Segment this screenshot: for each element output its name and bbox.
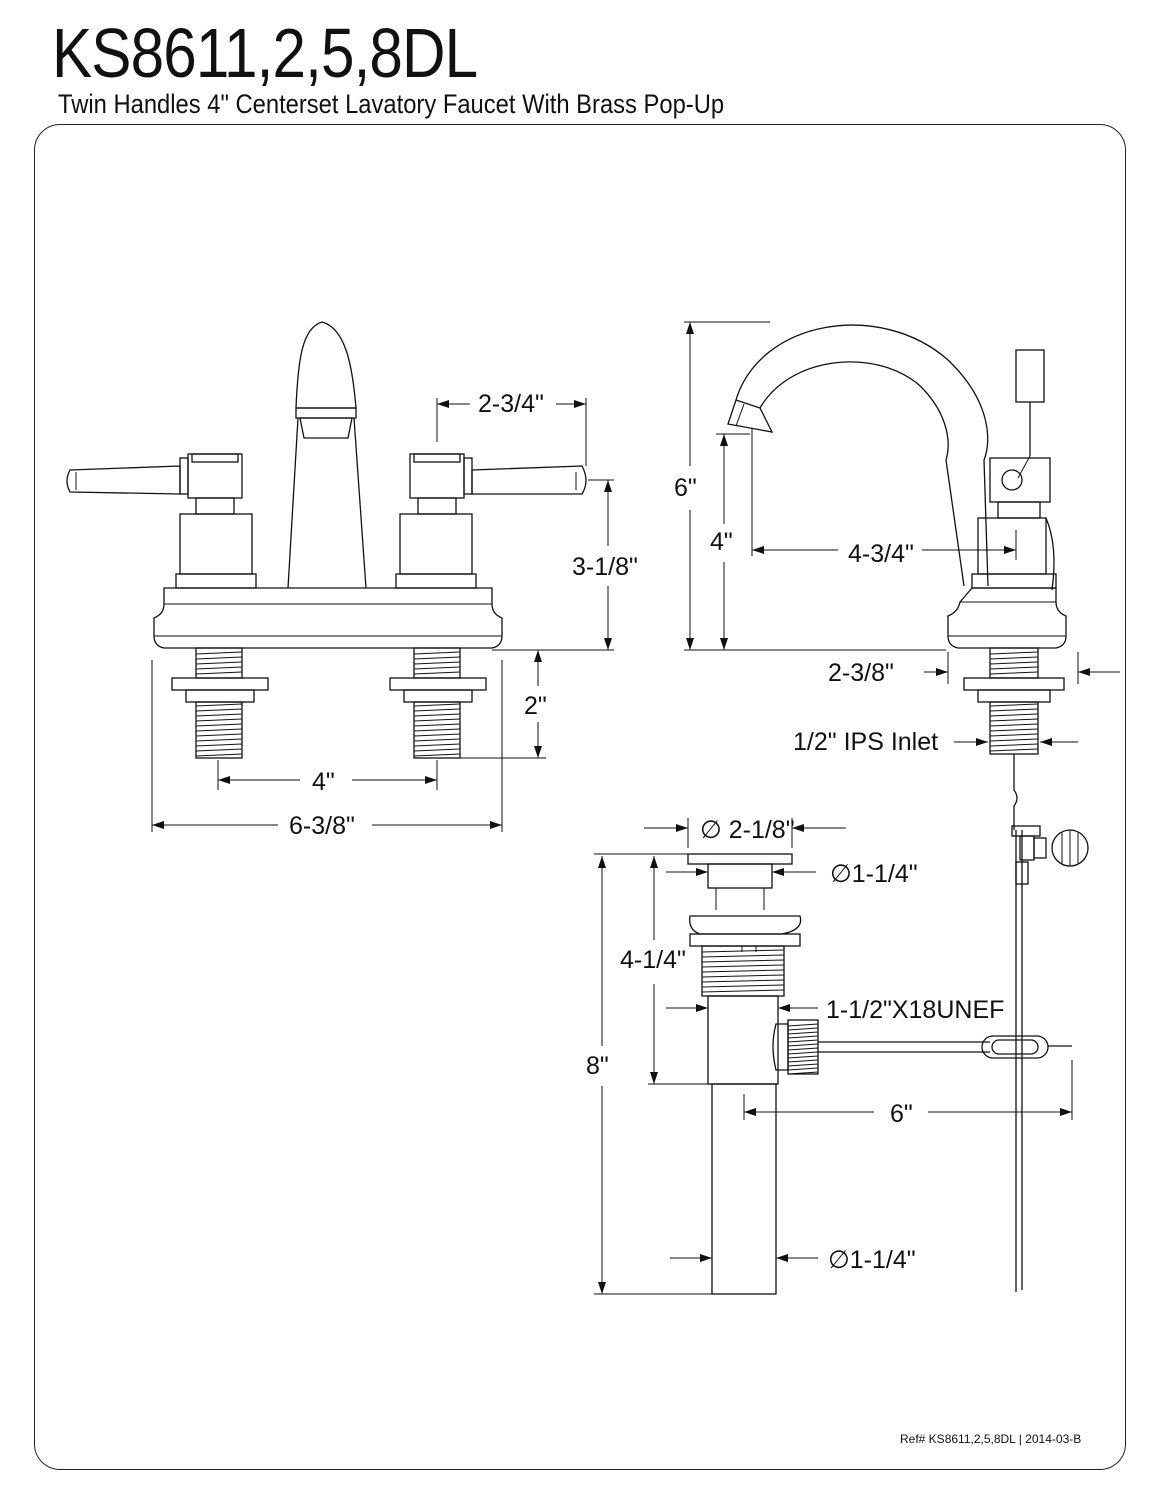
- dim-inlet: 1/2" IPS Inlet: [793, 728, 938, 756]
- dim-faucet-height: 6": [674, 474, 697, 502]
- dim-shank-length: 2": [524, 692, 547, 720]
- dim-spout-height: 4": [710, 528, 733, 556]
- drawing-frame: [34, 124, 1126, 1470]
- dim-handle-offset: 2-3/4": [478, 390, 544, 418]
- dim-drain-stopper-dia: ∅1-1/4": [830, 860, 918, 888]
- dim-drain-total-length: 8": [586, 1052, 609, 1080]
- dim-tailpiece-dia: ∅1-1/4": [828, 1246, 916, 1274]
- drain-dimension-lines: [594, 818, 1073, 1295]
- dim-base-depth: 2-3/8": [828, 659, 894, 687]
- side-view-dimension-lines: [684, 321, 1120, 746]
- reference-footer: Ref# KS8611,2,5,8DL | 2014-03-B: [900, 1432, 1082, 1446]
- front-view-faucet: [66, 321, 587, 759]
- popup-drain-assembly: [687, 825, 1089, 1295]
- product-subtitle: Twin Handles 4" Centerset Lavatory Fauce…: [58, 89, 725, 119]
- dim-center-spacing: 4": [312, 768, 335, 796]
- dim-spout-reach: 4-3/4": [848, 540, 914, 568]
- dim-lift-rod-length: 6": [890, 1100, 913, 1128]
- dim-drain-body-length: 4-1/4": [620, 946, 686, 974]
- dim-overall-width: 6-3/8": [289, 812, 355, 840]
- side-view-faucet: [727, 324, 1067, 830]
- front-view-dimension-lines: [151, 398, 614, 832]
- dim-drain-thread: 1-1/2"X18UNEF: [826, 996, 1004, 1024]
- dim-handle-height: 3-1/8": [572, 553, 638, 581]
- dim-drain-flange-dia: ∅ 2-1/8": [700, 816, 795, 844]
- model-number-title: KS8611,2,5,8DL: [52, 14, 478, 92]
